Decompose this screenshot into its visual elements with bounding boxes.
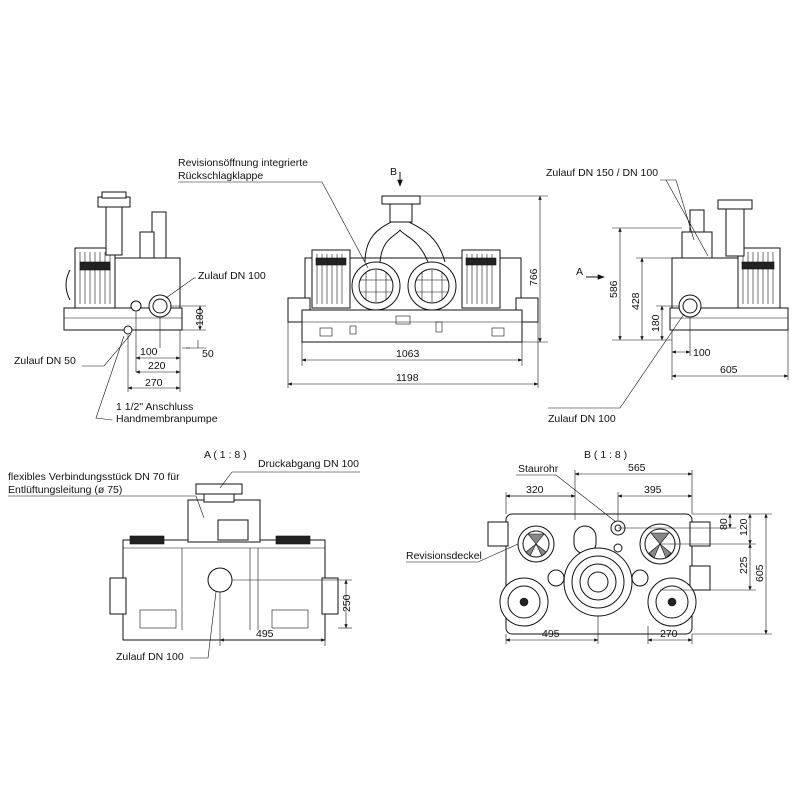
label-arrow-a: A [576, 266, 583, 278]
label-flex-1: flexibles Verbindungsstück DN 70 für [8, 471, 180, 483]
dim-a-495: 495 [256, 628, 274, 640]
dim-right-428: 428 [630, 292, 642, 310]
dim-left-50: 50 [202, 348, 214, 360]
label-arrow-b: B [390, 166, 397, 178]
label-zulauf-dn100-left: Zulauf DN 100 [198, 270, 266, 282]
label-staurohr: Staurohr [518, 463, 559, 475]
dim-left-180: 180 [194, 308, 206, 326]
front-view-center [178, 172, 548, 388]
dim-b-605: 605 [754, 564, 766, 582]
dim-left-100: 100 [140, 346, 158, 358]
dim-b-120: 120 [738, 518, 750, 536]
label-zulauf-dn100-bottom: Zulauf DN 100 [116, 651, 184, 663]
label-druckabgang: Druckabgang DN 100 [258, 458, 359, 470]
pump-right-side [737, 247, 781, 309]
label-anschluss-2: Handmembranpumpe [116, 413, 218, 425]
label-revision-1: Revisionsöffnung integrierte [178, 157, 308, 169]
side-view-right [548, 179, 789, 409]
leader-zulauf-dn100-right [548, 313, 685, 409]
inlet-dn100-circle [148, 294, 172, 318]
dim-b-395: 395 [644, 484, 662, 496]
dim-b-565: 565 [628, 462, 646, 474]
leader-zulauf-dn100 [165, 277, 196, 299]
dim-right-586: 586 [608, 280, 620, 298]
tank-front-base [301, 309, 523, 343]
tank-right-base [669, 307, 789, 331]
dim-right-180: 180 [650, 314, 662, 332]
dim-center-1063: 1063 [396, 348, 420, 360]
view-a-title: A ( 1 : 8 ) [204, 449, 247, 461]
leader-anschluss [95, 335, 125, 421]
leader-revision [178, 181, 369, 269]
label-anschluss-1: 1 1/2" Anschluss [116, 401, 193, 413]
view-a [8, 471, 360, 659]
dim-right-100: 100 [693, 347, 711, 359]
dim-a-250: 250 [341, 594, 353, 612]
dim-b-80: 80 [718, 518, 730, 530]
label-zulauf-dn150: Zulauf DN 150 / DN 100 [546, 167, 658, 179]
leader-dn150-a [660, 179, 695, 241]
leader-revisionsdeckel [406, 543, 519, 563]
label-zulauf-dn100-right: Zulauf DN 100 [548, 413, 616, 425]
leader-zulauf-dn50 [82, 333, 132, 367]
dim-b-320: 320 [526, 484, 544, 496]
vent-pipe [105, 204, 123, 256]
inlet-right-circle [678, 294, 702, 318]
label-flex-2: Entlüftungsleitung (ø 75) [8, 484, 122, 496]
dim-b-270: 270 [660, 628, 678, 640]
view-a-inlet-dn100 [207, 567, 233, 593]
label-zulauf-dn50: Zulauf DN 50 [14, 355, 76, 367]
side-view-left [63, 191, 206, 421]
dim-b-225: 225 [738, 556, 750, 574]
dim-b-495: 495 [542, 628, 560, 640]
dim-center-766: 766 [528, 268, 540, 286]
dim-left-270: 270 [145, 377, 163, 389]
label-revisionsdeckel: Revisionsdeckel [406, 550, 482, 562]
view-b-title: B ( 1 : 8 ) [584, 449, 627, 461]
view-b [406, 470, 772, 644]
dim-right-605: 605 [720, 364, 738, 376]
leader-flex [8, 495, 205, 519]
leader-staurohr [516, 474, 617, 523]
dim-center-1198: 1198 [396, 372, 419, 384]
dim-left-220: 220 [148, 360, 166, 372]
leader-zulauf-dn100-bottom [190, 591, 217, 659]
label-revision-2: Rückschlagklappe [178, 170, 263, 182]
